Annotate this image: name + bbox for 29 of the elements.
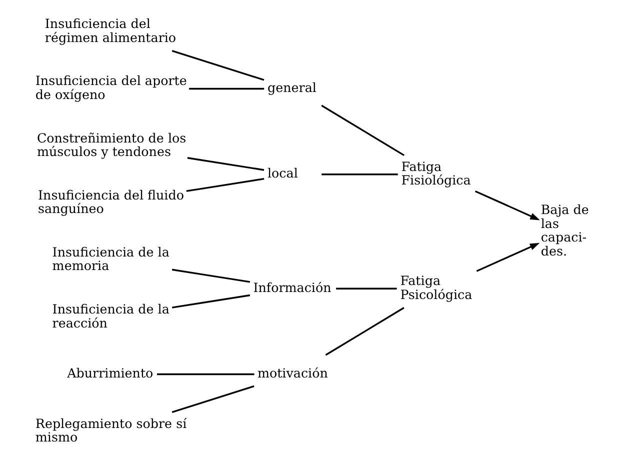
node-text: Aburrimiento (66, 366, 153, 381)
arrow (474, 190, 540, 220)
connector (186, 178, 264, 192)
node-text: Replegamiento sobre sí mismo (34, 416, 186, 444)
node-text: Información (252, 280, 331, 295)
node-text: general (267, 80, 316, 96)
connector (171, 50, 264, 81)
connector (321, 174, 398, 176)
node-text: Insuficiencia del régimen alimentario (44, 16, 176, 45)
connector (171, 385, 254, 413)
node-text: Fatiga Psicológica (400, 273, 472, 302)
node-text: local (267, 166, 298, 181)
connector (324, 307, 404, 356)
connector (171, 268, 250, 283)
node-text: motivación (256, 366, 328, 381)
arrow (476, 242, 540, 272)
connector (156, 373, 254, 376)
node-text: Baja de las capaci- des. (540, 202, 588, 258)
node-text: Constreñimiento de los músculos y tendones (36, 130, 186, 159)
node-text: Fatiga Fisiológica (400, 158, 470, 188)
connector (186, 157, 264, 171)
connector (336, 288, 396, 290)
connector (320, 104, 404, 156)
node-text: Insuficiencia de la reacción (52, 302, 169, 330)
node-text: Insuficiencia de la memoria (52, 244, 169, 274)
node-text: Insuficiencia del fluido sanguíneo (38, 187, 184, 216)
node-text: Insuficiencia del aporte de oxígeno (34, 73, 186, 102)
connector (171, 294, 250, 308)
connector (188, 88, 264, 90)
